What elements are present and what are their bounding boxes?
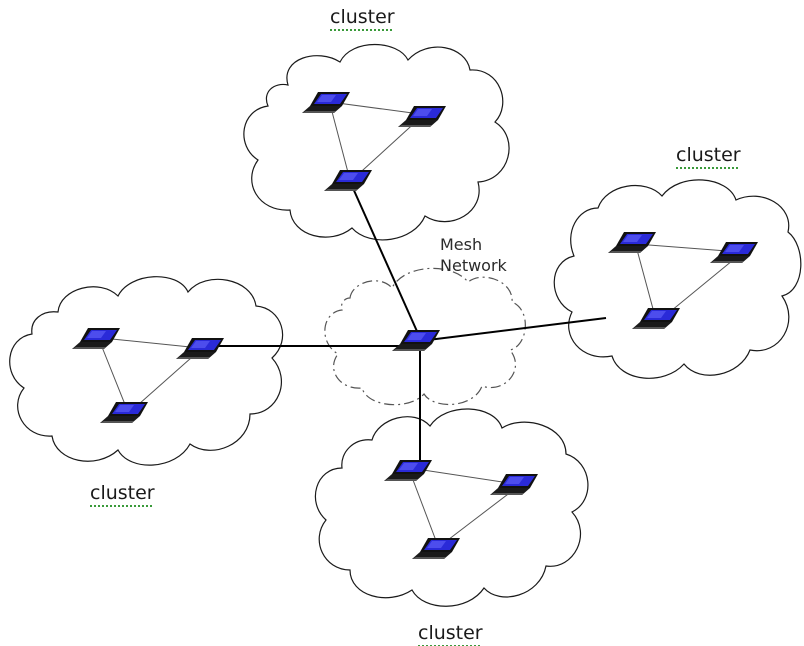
cluster-label-left: cluster	[90, 482, 155, 504]
mesh-label-line1: Mesh	[440, 235, 483, 254]
link-hub-top	[351, 185, 421, 339]
link-left-internal-1	[101, 337, 201, 349]
cluster-cloud-right	[553, 179, 802, 379]
link-bottom-internal-3	[439, 487, 517, 547]
link-bottom-internal-2	[409, 471, 439, 547]
link-left-internal-2	[99, 341, 129, 413]
link-right-internal-2	[635, 245, 657, 321]
mesh-network-label: Mesh Network	[440, 234, 507, 276]
cluster-label-top: cluster	[330, 6, 395, 28]
mesh-network-cloud	[324, 267, 526, 406]
hub-laptop-icon	[392, 330, 440, 351]
link-hub-right	[427, 317, 607, 341]
link-top-internal-2	[329, 103, 351, 181]
cluster-label-bottom: cluster	[418, 622, 483, 644]
link-left-internal-3	[129, 349, 201, 413]
cluster-cloud-top	[243, 43, 510, 241]
network-links	[99, 101, 741, 547]
cluster-cloud-bottom	[314, 408, 589, 607]
link-bottom-internal-1	[409, 467, 517, 485]
mesh-label-line2: Network	[440, 256, 507, 275]
link-top-internal-1	[329, 101, 421, 115]
cluster-cloud-left	[9, 276, 284, 466]
link-top-internal-3	[351, 117, 421, 181]
cluster-label-right: cluster	[676, 144, 741, 166]
